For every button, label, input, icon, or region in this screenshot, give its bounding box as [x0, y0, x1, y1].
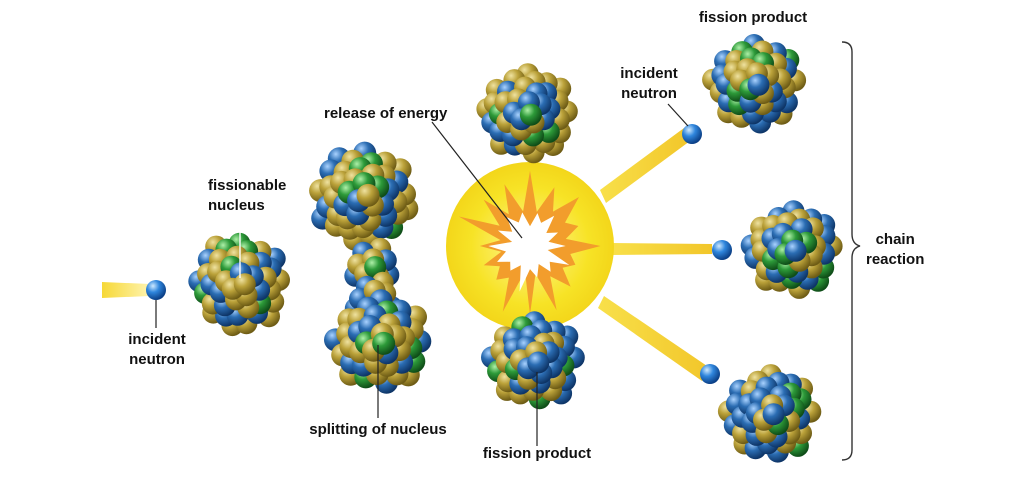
nucleon: [372, 331, 396, 355]
energy-burst: [446, 162, 614, 330]
fission-product-nucleus-right-top: [702, 34, 807, 134]
outgoing-neutron-lower: [700, 364, 720, 384]
fission-product-nucleus-top-center: [476, 63, 578, 164]
nucleon: [233, 273, 256, 296]
nucleon: [519, 103, 542, 126]
label-fissionable-nucleus-line1: fissionable: [208, 177, 287, 194]
nucleon: [356, 183, 380, 207]
chain-reaction-bracket: [841, 41, 861, 461]
fission-product-nucleus-right-bottom: [717, 364, 822, 463]
neutron-beam-lower: [598, 296, 710, 381]
nucleon: [527, 351, 550, 374]
label-fissionable-nucleus-line2: nucleus: [208, 197, 265, 214]
label-release-of-energy: release of energy: [324, 105, 448, 122]
label-chain-reaction-line2: reaction: [866, 251, 925, 268]
neutron-beam-left: [102, 282, 150, 298]
label-splitting-of-nucleus: splitting of nucleus: [309, 421, 447, 438]
outgoing-neutron-upper: [682, 124, 702, 144]
neutron-beam-upper: [600, 128, 690, 203]
label-incident-neutron-left: incident neutron: [122, 330, 192, 370]
nucleon: [784, 239, 807, 262]
nucleon: [762, 403, 785, 426]
label-incident-neutron-right-line2: neutron: [621, 85, 677, 102]
nucleon: [747, 73, 770, 96]
fissionable-nucleus: [188, 232, 290, 337]
burst-flare-white: [488, 212, 570, 292]
label-fissionable-nucleus: fissionable nucleus: [208, 176, 286, 216]
leader-release-of-energy: [431, 121, 523, 239]
label-incident-neutron-right: incident neutron: [614, 64, 684, 104]
leader-incident-neutron-right: [667, 103, 689, 127]
fission-product-nucleus-right-middle: [740, 200, 843, 299]
label-fission-product-top: fission product: [698, 9, 808, 26]
incident-neutron-left: [146, 280, 166, 300]
label-incident-neutron-left-line1: incident: [128, 331, 186, 348]
fission-product-nucleus-bottom-center: [481, 311, 585, 410]
label-incident-neutron-right-line1: incident: [620, 65, 678, 82]
outgoing-neutron-middle: [712, 240, 732, 260]
splitting-nucleus: [309, 141, 432, 394]
label-incident-neutron-left-line2: neutron: [129, 351, 185, 368]
label-chain-reaction-line1: chain: [875, 231, 915, 248]
label-fission-product-bottom: fission product: [482, 445, 592, 462]
label-chain-reaction: chain reaction: [866, 230, 924, 270]
neutron-beam-middle: [610, 243, 712, 255]
